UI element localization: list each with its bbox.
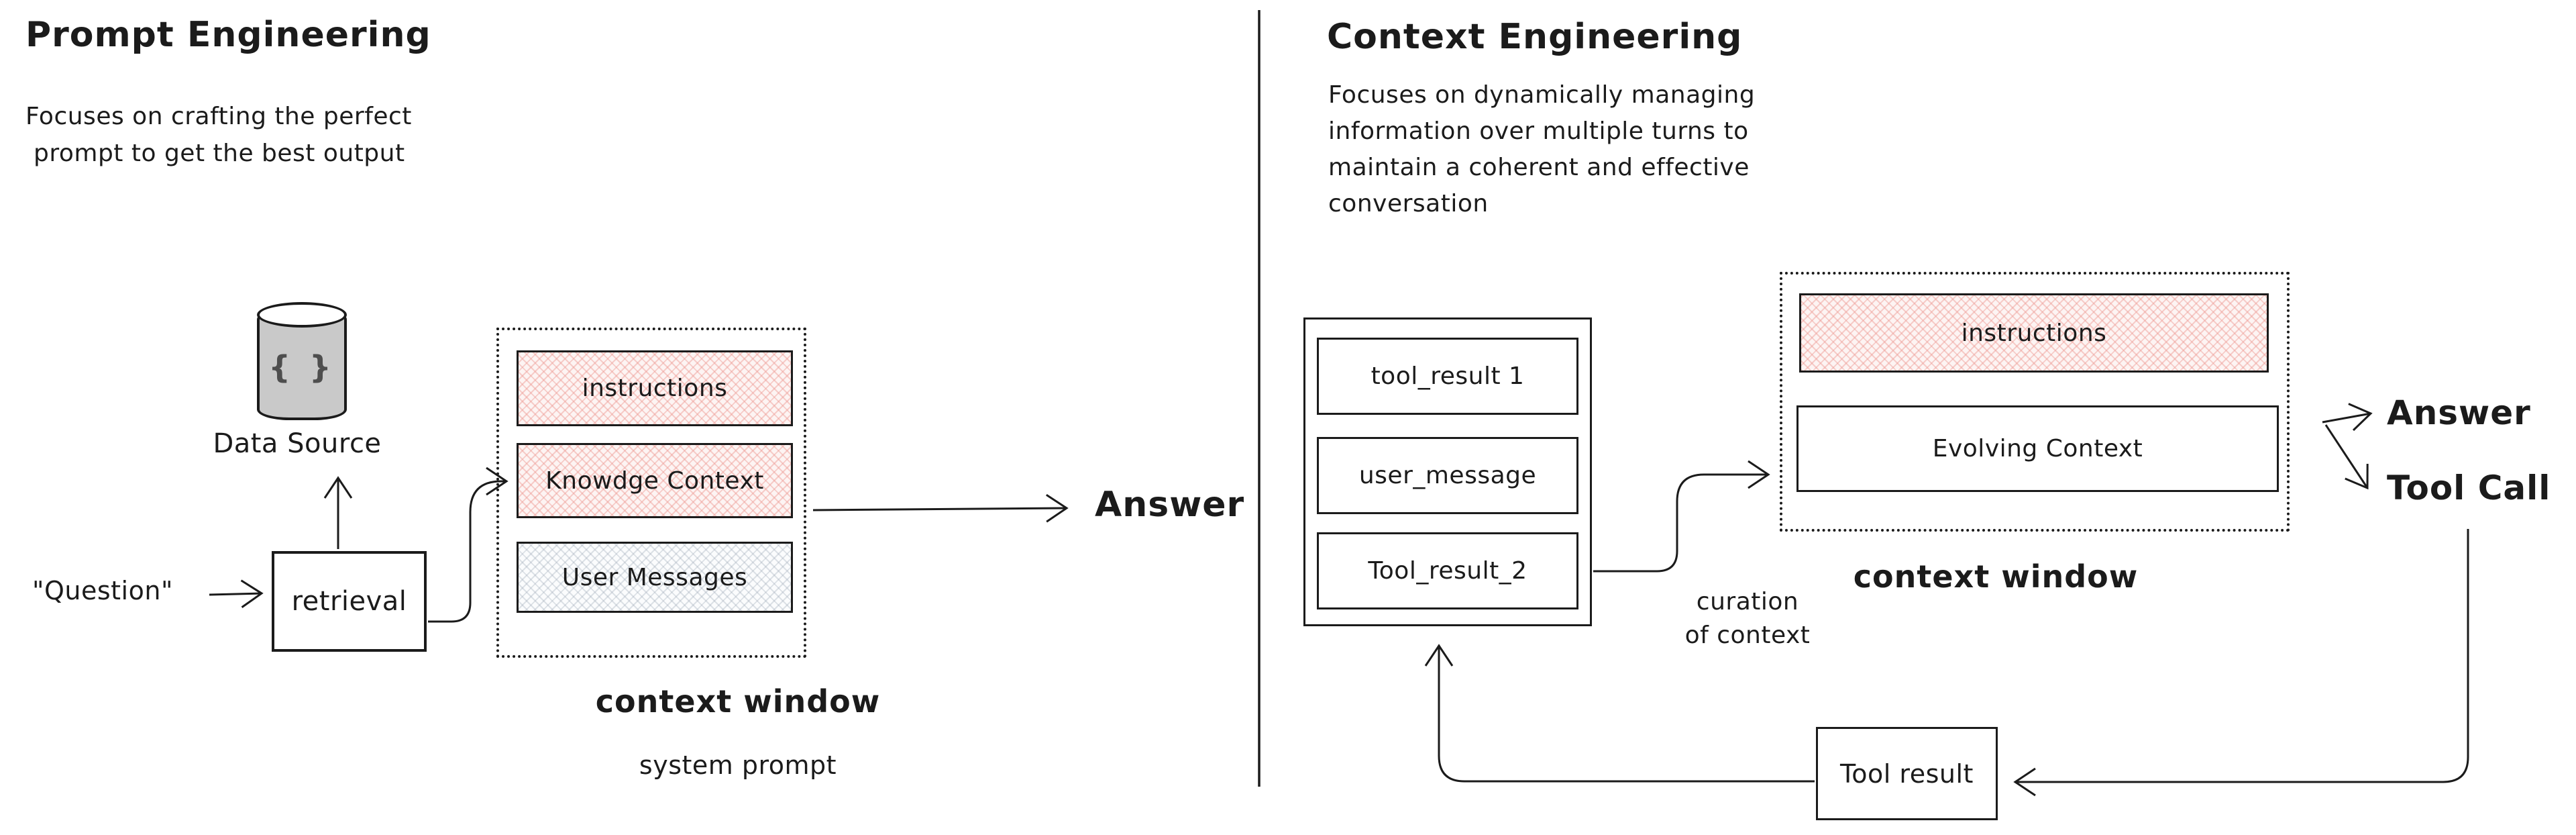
tool-result-2-box: Tool_result_2 bbox=[1317, 532, 1578, 609]
evolving-context-box: Evolving Context bbox=[1796, 405, 2279, 492]
left-panel-title: Prompt Engineering bbox=[25, 15, 431, 55]
tool-result-2-label: Tool_result_2 bbox=[1368, 557, 1527, 585]
instructions-box-left: instructions bbox=[517, 350, 793, 426]
user-message-label: user_message bbox=[1358, 462, 1537, 489]
database-icon: { } bbox=[257, 314, 347, 420]
right-panel-title: Context Engineering bbox=[1327, 17, 1743, 57]
question-label: "Question" bbox=[32, 576, 173, 605]
arrow-question-retrieval bbox=[209, 579, 264, 608]
instructions-box-right: instructions bbox=[1799, 293, 2269, 373]
curation-line-1: curation bbox=[1696, 588, 1799, 616]
arrow-context-answer-left bbox=[812, 493, 1069, 523]
arrow-fork-toolcall bbox=[2324, 424, 2369, 490]
left-context-window-caption: context window bbox=[595, 683, 881, 720]
arrow-toolresult-stack bbox=[1424, 644, 1815, 783]
knowledge-context-label: Knowdge Context bbox=[545, 466, 764, 495]
right-panel-description: Focuses on dynamically managing informat… bbox=[1328, 77, 1755, 222]
instructions-label-right: instructions bbox=[1961, 319, 2107, 347]
right-context-window-caption: context window bbox=[1853, 558, 2139, 595]
braces-icon: { } bbox=[268, 349, 335, 385]
right-description-line-4: conversation bbox=[1328, 190, 1489, 217]
instructions-label-left: instructions bbox=[582, 375, 728, 402]
tool-result-box: Tool result bbox=[1816, 727, 1998, 820]
knowledge-context-box: Knowdge Context bbox=[517, 443, 793, 518]
tool-call-label: Tool Call bbox=[2387, 469, 2551, 507]
arrow-curation bbox=[1593, 460, 1770, 573]
left-description-line-2: prompt to get the best output bbox=[34, 140, 405, 167]
left-description-line-1: Focuses on crafting the perfect bbox=[25, 103, 412, 130]
arrow-retrieval-context bbox=[428, 466, 508, 623]
curation-caption: curation of context bbox=[1644, 585, 1851, 652]
tool-result-1-box: tool_result 1 bbox=[1317, 338, 1578, 415]
left-context-window-frame bbox=[496, 328, 806, 658]
right-description-line-3: maintain a coherent and effective bbox=[1328, 154, 1750, 181]
right-description-line-1: Focuses on dynamically managing bbox=[1328, 81, 1756, 109]
right-description-line-2: information over multiple turns to bbox=[1328, 117, 1749, 145]
answer-label-left: Answer bbox=[1095, 485, 1245, 525]
answer-label-right: Answer bbox=[2387, 393, 2531, 432]
database-icon-top bbox=[257, 302, 347, 328]
user-message-box: user_message bbox=[1317, 437, 1578, 514]
tool-result-label: Tool result bbox=[1840, 758, 1974, 789]
right-context-window-frame bbox=[1780, 272, 2290, 532]
left-panel-description: Focuses on crafting the perfect prompt t… bbox=[25, 98, 412, 172]
user-messages-label: User Messages bbox=[561, 563, 748, 591]
retrieval-box: retrieval bbox=[272, 551, 427, 652]
system-prompt-caption: system prompt bbox=[639, 750, 837, 780]
tool-result-1-label: tool_result 1 bbox=[1371, 362, 1525, 390]
curation-line-2: of context bbox=[1684, 622, 1811, 649]
user-messages-box: User Messages bbox=[517, 542, 793, 613]
data-source-label: Data Source bbox=[213, 428, 382, 459]
arrow-fork-answer bbox=[2322, 403, 2373, 432]
retrieval-label: retrieval bbox=[291, 586, 407, 617]
evolving-context-label: Evolving Context bbox=[1932, 435, 2143, 462]
